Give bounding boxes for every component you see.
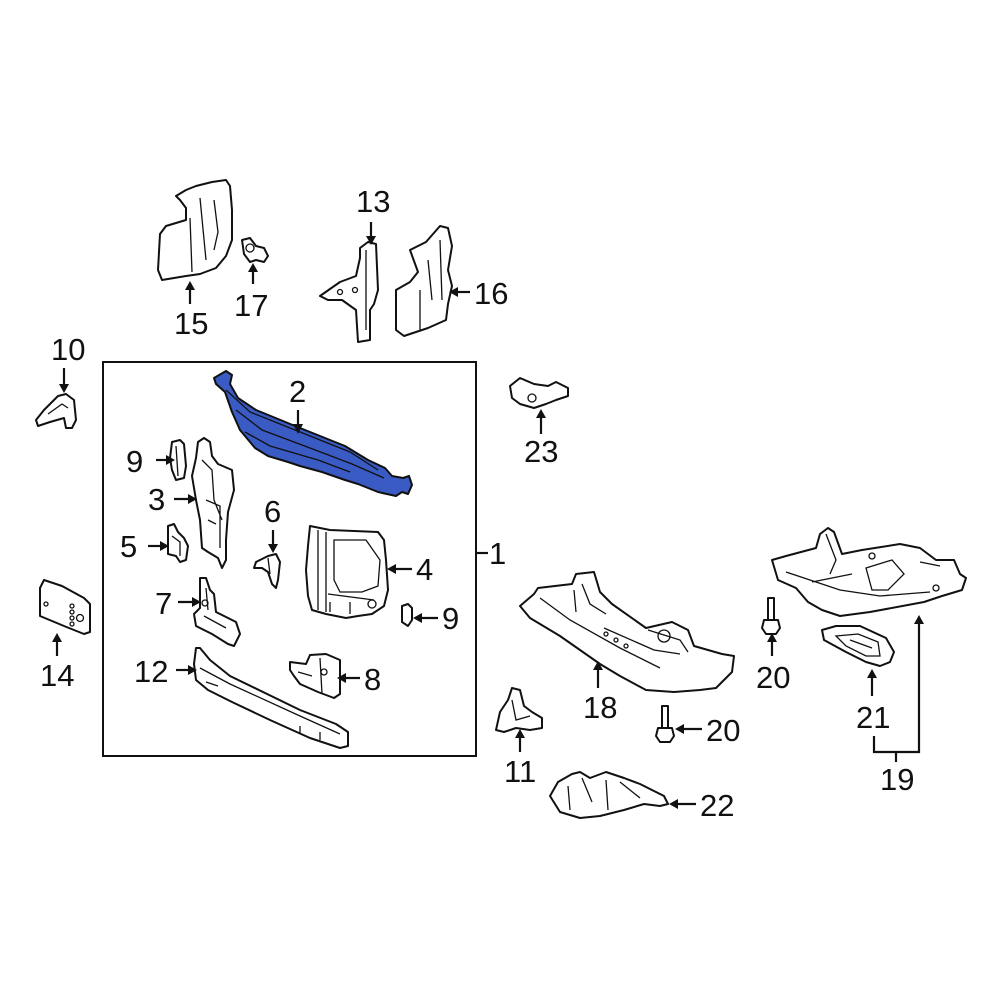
callout-label-20-upper: 20 [756, 660, 791, 695]
part-13-upper-brace[interactable] [319, 241, 379, 343]
part-2-upper-tie-bar[interactable] [213, 370, 413, 497]
callout-label-17: 17 [234, 288, 269, 323]
callout-label-11: 11 [504, 754, 537, 789]
callout-label-3: 3 [148, 482, 166, 517]
callout-label-15: 15 [174, 306, 209, 341]
group-box-1 [102, 361, 488, 757]
callout-label-2: 2 [289, 374, 307, 409]
part-21-access-cover[interactable] [821, 625, 895, 667]
part-14-plate[interactable] [39, 579, 91, 635]
part-3-side-panel[interactable] [191, 437, 235, 569]
callout-label-7: 7 [155, 586, 173, 621]
callout-label-1: 1 [489, 536, 507, 571]
callout-label-6: 6 [264, 494, 282, 529]
part-22-lower-shield[interactable] [549, 771, 669, 819]
part-7-bracket[interactable] [193, 577, 241, 647]
part-8-bracket[interactable] [289, 653, 341, 699]
part-12-lower-tie-bar[interactable] [193, 647, 349, 749]
part-19-engine-cover[interactable] [771, 527, 967, 617]
callout-arrows [52, 222, 924, 809]
part-23-bracket[interactable] [509, 377, 569, 409]
callout-label-9-left: 9 [126, 444, 144, 479]
callout-label-16: 16 [474, 276, 509, 311]
callout-label-4: 4 [416, 552, 434, 587]
callout-label-22: 22 [700, 788, 735, 823]
part-10-bracket[interactable] [35, 393, 77, 429]
part-4-side-support[interactable] [305, 525, 389, 619]
callout-label-5: 5 [120, 529, 138, 564]
callout-label-14: 14 [40, 658, 75, 693]
callout-label-19: 19 [880, 762, 915, 797]
part-20-bolt-upper[interactable] [761, 597, 781, 635]
callout-label-23: 23 [524, 434, 559, 469]
part-11-bracket[interactable] [495, 687, 543, 733]
part-18-splash-shield[interactable] [519, 571, 735, 693]
callout-label-9-right: 9 [442, 601, 460, 636]
callout-label-12: 12 [134, 654, 169, 689]
part-5-bracket[interactable] [167, 523, 189, 563]
callout-label-10: 10 [51, 332, 86, 367]
callout-label-21: 21 [856, 700, 891, 735]
part-9-clip-right[interactable] [401, 603, 413, 627]
callout-label-13: 13 [356, 184, 391, 219]
callout-label-20-lower: 20 [706, 713, 741, 748]
part-16-air-deflector[interactable] [395, 225, 453, 337]
part-20-bolt-lower[interactable] [655, 705, 675, 743]
callout-label-8: 8 [364, 662, 382, 697]
part-6-bracket[interactable] [253, 553, 281, 589]
part-17-retainer[interactable] [241, 237, 269, 263]
part-15-air-deflector[interactable] [157, 179, 233, 281]
callout-label-18: 18 [583, 690, 618, 725]
